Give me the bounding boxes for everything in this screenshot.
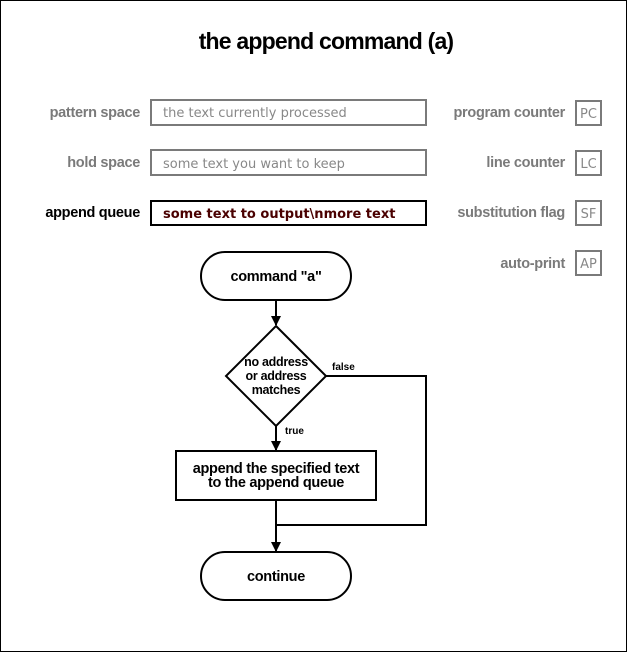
hold-space-label: hold space (67, 155, 140, 171)
decision-line-3: matches (252, 383, 301, 397)
pattern-space-label: pattern space (50, 105, 141, 121)
edge-false-label: false (332, 362, 355, 373)
auto-print-abbr: AP (580, 257, 597, 272)
diagram-title: the append command (a) (199, 28, 454, 54)
append-queue-box (150, 200, 427, 226)
edge-true-label: true (285, 426, 304, 437)
edge-false (276, 375, 427, 526)
program-counter-abbr: PC (580, 107, 597, 122)
program-counter-box (575, 100, 602, 126)
auto-print-label: auto-print (500, 256, 565, 272)
action-line-2: to the append queue (208, 475, 344, 491)
substitution-flag-box (575, 200, 602, 226)
program-counter-label: program counter (453, 105, 565, 121)
append-queue-value: some text to output\nmore text (163, 207, 395, 222)
start-node-label: command "a" (230, 269, 321, 285)
substitution-flag-abbr: SF (581, 207, 597, 222)
auto-print-box (575, 250, 602, 276)
line-counter-box (575, 150, 602, 176)
line-counter-label: line counter (486, 155, 565, 171)
line-counter-abbr: LC (580, 157, 596, 172)
decision-line-2: or address (246, 369, 307, 383)
hold-space-value: some text you want to keep (163, 157, 345, 172)
append-queue-label: append queue (45, 205, 140, 221)
pattern-space-box (150, 99, 427, 126)
substitution-flag-label: substitution flag (457, 205, 565, 221)
end-node-label: continue (247, 569, 305, 585)
decision-line-1: no address (244, 355, 308, 369)
action-line-1: append the specified text (193, 461, 360, 477)
hold-space-box (150, 149, 427, 176)
end-node (200, 551, 352, 601)
pattern-space-value: the text currently processed (163, 106, 347, 121)
